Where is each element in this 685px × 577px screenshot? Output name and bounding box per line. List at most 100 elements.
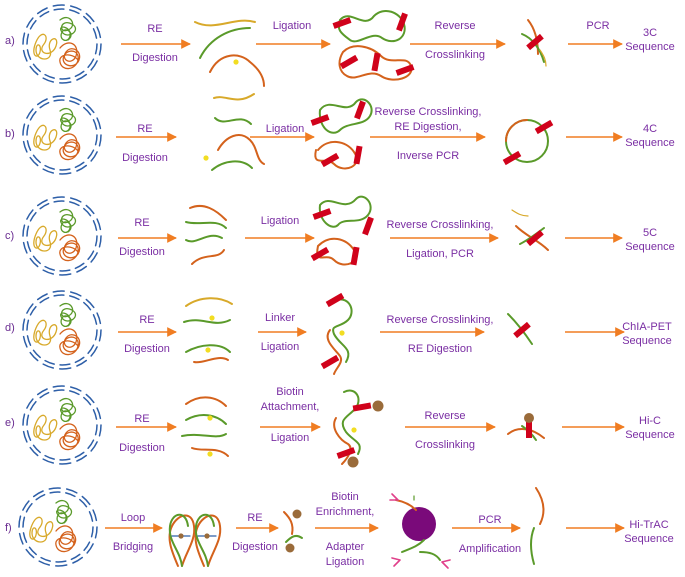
crosslink-d1 <box>325 292 345 308</box>
crosslink-a1 <box>332 17 352 29</box>
nuclear-envelope-row4 <box>59 367 72 370</box>
crosslink-b5 <box>534 119 554 135</box>
nuclear-envelope-row6 <box>38 560 51 566</box>
loop-green-b <box>318 98 373 134</box>
nuclear-envelope-row5 <box>26 414 30 426</box>
nuclear-envelope-row5 <box>32 444 41 454</box>
nuclear-envelope-row5 <box>87 439 95 450</box>
output-e-line2: Sequence <box>625 429 675 441</box>
nuclear-envelope-row1 <box>29 19 37 30</box>
fragment-orange-c2 <box>191 249 225 265</box>
nuclear-envelope-row1 <box>96 26 102 39</box>
fragment-orange-f <box>283 511 294 535</box>
loop-green-e <box>341 389 361 455</box>
nuclear-envelope-row6 <box>79 498 88 508</box>
nuclear-envelope-row3 <box>59 273 72 276</box>
nuclear-envelope-row2 <box>52 95 65 98</box>
nuclear-envelope-row4 <box>42 363 55 369</box>
nuclear-envelope-row5 <box>74 451 85 459</box>
product-yellow-a <box>539 49 547 67</box>
fragment-green-b <box>214 117 252 125</box>
fragment-green-c2 <box>185 234 223 243</box>
row-label-b: b) <box>5 128 15 140</box>
nuclear-envelope-row5 <box>92 409 98 420</box>
nuclear-envelope-row3 <box>96 218 102 231</box>
nuclear-envelope-row6 <box>28 546 37 556</box>
step-d3-bottom: RE Digestion <box>407 343 473 355</box>
nuclear-envelope-row1 <box>92 28 98 39</box>
nuclear-envelope-row2 <box>74 161 85 169</box>
nuclear-envelope-row6 <box>22 516 26 528</box>
nuclear-envelope-row1 <box>59 77 71 80</box>
step-b3-middle: RE Digestion, <box>394 121 462 133</box>
junction-e1 <box>207 415 213 421</box>
nuclear-envelope-row1 <box>42 77 55 83</box>
nuclear-envelope-row4 <box>22 318 26 331</box>
output-a-line2: Sequence <box>625 41 675 53</box>
nuclear-envelope-row5 <box>69 390 80 396</box>
nuclear-envelope-row2 <box>87 149 95 160</box>
nuclear-envelope-row1 <box>90 60 98 71</box>
nuclear-envelope-row3 <box>87 250 95 261</box>
crosslink-a2 <box>396 12 408 32</box>
adapter-f2 <box>391 557 401 567</box>
product-yellow-c <box>511 209 529 217</box>
nuclear-envelope-row1 <box>26 33 30 45</box>
nuclear-envelope-row6 <box>65 488 78 494</box>
junction-e3 <box>351 427 357 433</box>
nuclear-envelope-row2 <box>92 119 98 130</box>
output-b: 4C Sequence <box>620 122 680 150</box>
crosslink-a5 <box>395 64 415 76</box>
row-label-a: a) <box>5 35 15 47</box>
nuclear-envelope-row5 <box>22 413 26 426</box>
circle-orange-b <box>505 119 528 142</box>
crosslink-c4 <box>350 246 360 266</box>
nuclear-envelope-row5 <box>83 396 92 406</box>
nuclear-envelope-row1 <box>69 9 80 15</box>
chromatin-green-row1 <box>59 16 77 41</box>
nuclear-envelope-row2 <box>53 99 65 102</box>
nuclear-envelope-row6 <box>94 526 98 539</box>
nuclear-envelope-row2 <box>85 103 95 114</box>
nuclear-envelope-row2 <box>26 108 34 119</box>
biotin-f2 <box>285 543 295 553</box>
nuclear-envelope-row4 <box>69 295 80 301</box>
output-d-line2: Sequence <box>622 335 672 347</box>
nuclear-envelope-row6 <box>18 532 24 545</box>
crosslink-c3 <box>310 246 330 262</box>
nuclear-envelope-row1 <box>83 15 92 25</box>
step-f2-bottom: Digestion <box>232 541 278 553</box>
nuclear-envelope-row1 <box>44 73 55 79</box>
step-b3-bottom: Inverse PCR <box>396 150 460 162</box>
chromatin-orange-row5 <box>59 423 81 451</box>
bridge-dot-f2 <box>204 533 210 539</box>
nuclear-envelope-row4 <box>22 335 28 348</box>
junction-d3 <box>339 330 345 336</box>
loop-green-d <box>332 298 353 363</box>
crosslink-e1 <box>352 402 372 412</box>
nuclear-envelope-row6 <box>90 526 94 538</box>
loop-orange-d <box>326 329 343 375</box>
nuclear-envelope-row5 <box>94 424 98 436</box>
nuclear-envelope-row3 <box>42 269 55 275</box>
nuclear-envelope-row1 <box>59 81 72 84</box>
nuclear-envelope-row2 <box>96 117 102 130</box>
nuclear-envelope-row4 <box>69 291 82 297</box>
nuclear-envelope-row1 <box>29 65 39 76</box>
step-f3-bottom: Adapter <box>325 541 365 553</box>
nuclear-envelope-row6 <box>55 560 67 563</box>
nuclear-envelope-row3 <box>26 225 30 237</box>
nuclear-envelope-row4 <box>87 344 95 355</box>
step-a1-top: RE <box>147 23 163 35</box>
row-label-e: e) <box>5 417 15 429</box>
step-c2-top: Ligation <box>260 215 300 227</box>
crosslink-b1 <box>310 114 330 126</box>
junction-d2 <box>205 347 211 353</box>
product-orange-f <box>535 487 545 525</box>
nuclear-envelope-row5 <box>69 386 82 392</box>
nuclear-envelope-row3 <box>52 196 65 199</box>
fragment-yellow-a <box>194 19 256 27</box>
nuclear-envelope-row2 <box>69 100 80 106</box>
crosslink-b3 <box>320 152 340 168</box>
